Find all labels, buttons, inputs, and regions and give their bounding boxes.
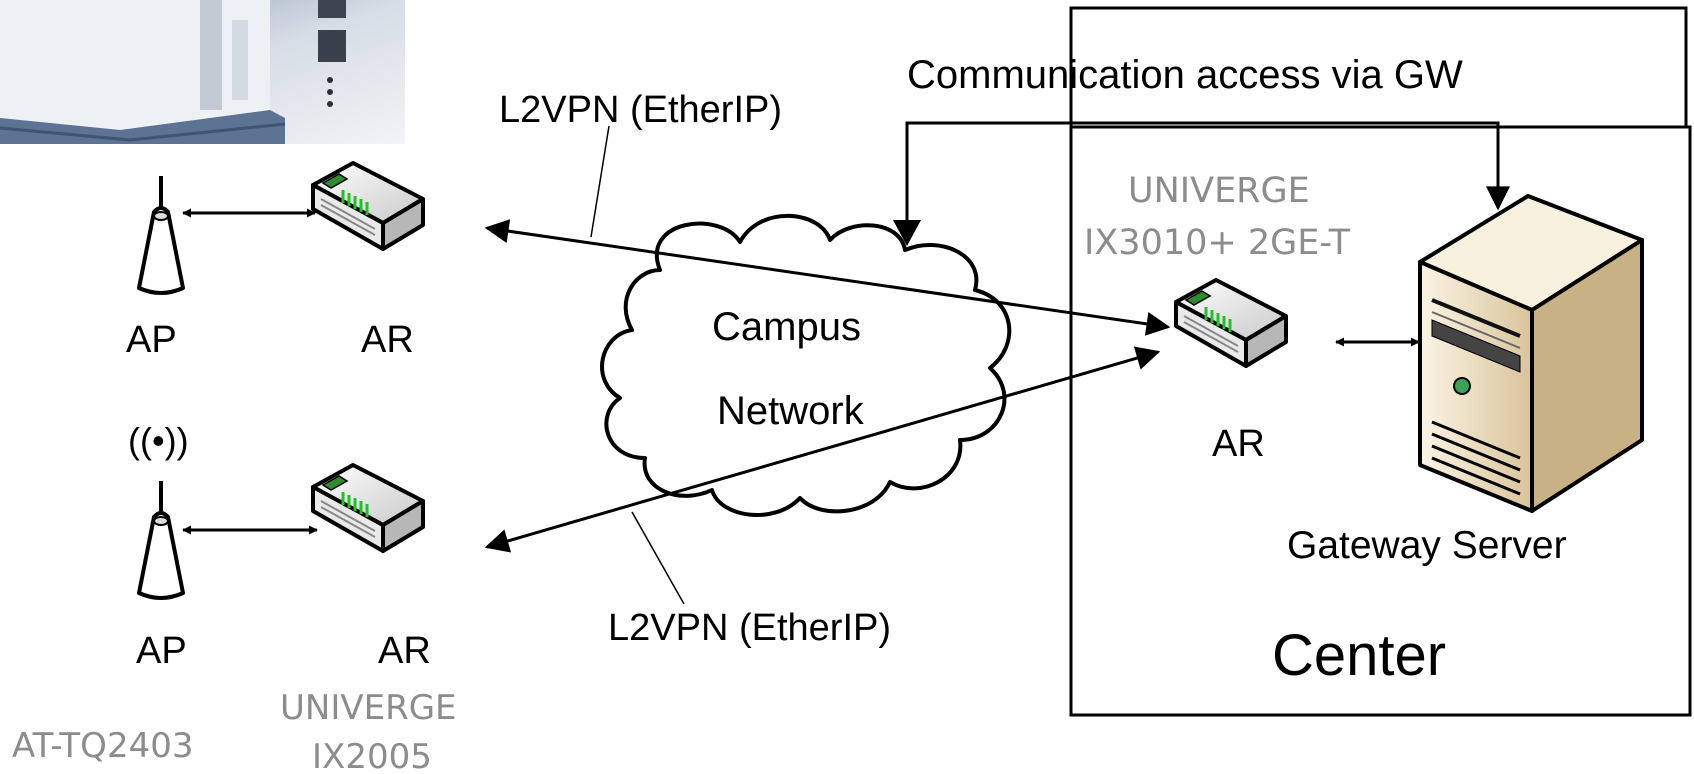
l2vpn-bottom-label: L2VPN (EtherIP) bbox=[608, 607, 891, 649]
l2vpn-tunnel-top bbox=[484, 219, 1171, 336]
router-icon bbox=[311, 161, 425, 251]
communication-label: Communication access via GW bbox=[907, 53, 1463, 97]
ap-model-label: AT-TQ2403 bbox=[12, 726, 193, 766]
gw-access-arrow bbox=[905, 121, 1510, 236]
branch-router-model-line2: IX2005 bbox=[312, 737, 432, 774]
center-router-model-line1: UNIVERGE bbox=[1128, 171, 1310, 211]
ap-top-label: AP bbox=[126, 319, 177, 361]
cloud-label-line1: Campus bbox=[712, 305, 861, 349]
ar-bottom-label: AR bbox=[378, 630, 431, 672]
center-label: Center bbox=[1272, 623, 1446, 688]
wireless-icon: ((•)) bbox=[128, 420, 189, 461]
ar-top-label: AR bbox=[361, 319, 414, 361]
cloud-icon bbox=[600, 213, 1012, 517]
cloud-label-line2: Network bbox=[717, 389, 865, 433]
router-icon bbox=[1174, 278, 1288, 368]
device-photo bbox=[0, 0, 405, 144]
gateway-server-label: Gateway Server bbox=[1287, 524, 1567, 567]
l2vpn-tunnel-bottom bbox=[484, 346, 1161, 553]
server-icon bbox=[1418, 194, 1644, 513]
center-router-model-line2: IX3010+ 2GE-T bbox=[1084, 223, 1351, 263]
ap-bottom-label: AP bbox=[136, 630, 187, 672]
l2vpn-bottom-leader bbox=[631, 511, 685, 605]
communication-path bbox=[1069, 6, 1688, 127]
branch-router-model-line1: UNIVERGE bbox=[280, 688, 457, 728]
router-icon bbox=[311, 463, 425, 553]
access-point-icon bbox=[137, 174, 185, 295]
l2vpn-top-label: L2VPN (EtherIP) bbox=[499, 89, 782, 131]
l2vpn-top-leader bbox=[590, 125, 610, 238]
ar-center-label: AR bbox=[1212, 423, 1265, 465]
access-point-icon bbox=[137, 479, 185, 600]
